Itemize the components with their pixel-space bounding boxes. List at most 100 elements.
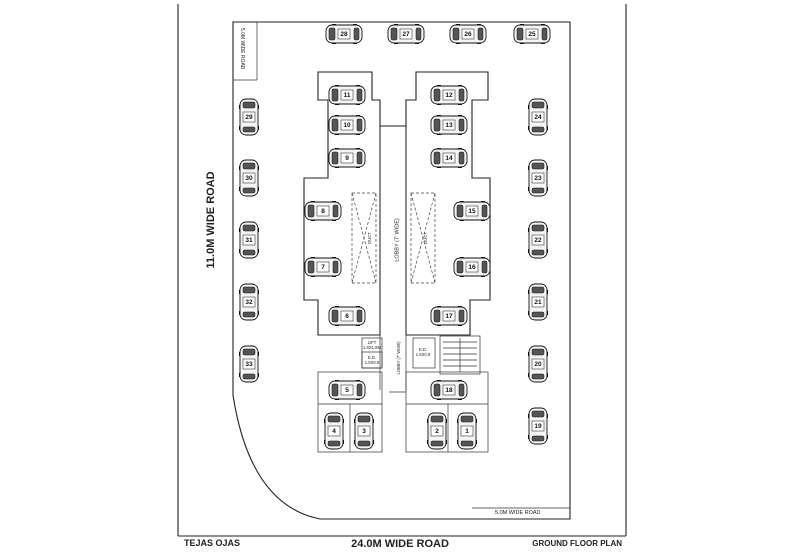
parking-slot-2: 2 (427, 412, 447, 450)
car-windshield (531, 286, 545, 294)
car-rear-window (357, 440, 371, 447)
car-windshield (531, 224, 545, 232)
slot-number: 24 (534, 114, 542, 121)
slot-number-box (525, 28, 539, 40)
car-rear-window (353, 27, 360, 41)
parking-slot-16: 16 (453, 257, 491, 277)
slot-number: 26 (464, 31, 472, 38)
car-rear-window (531, 249, 545, 256)
car-rear-window (460, 440, 474, 447)
car-rear-window (531, 373, 545, 380)
slot-number-box (242, 234, 256, 246)
car-windshield (331, 383, 339, 397)
slot-number-box (242, 111, 256, 123)
slot-number: 3 (362, 428, 366, 435)
parking-slot-3: 3 (354, 412, 374, 450)
slot-number: 4 (332, 428, 336, 435)
lift-size-label: 1.8X1.8M (363, 345, 381, 350)
car-rear-window (356, 151, 363, 165)
slot-number: 16 (468, 264, 476, 271)
slot-number: 33 (245, 361, 253, 368)
parking-slot-14: 14 (430, 148, 468, 168)
car-windshield (531, 348, 545, 356)
car-windshield (327, 415, 341, 423)
slot-number: 2 (435, 428, 439, 435)
car-windshield (331, 118, 339, 132)
parking-slot-1: 1 (457, 412, 477, 450)
bottom-road-label: 24.0M WIDE ROAD (351, 538, 449, 550)
slot-number-box (461, 28, 475, 40)
car-rear-window (356, 309, 363, 323)
slot-number-box (531, 296, 545, 308)
slot-number: 31 (245, 237, 253, 244)
slot-number: 11 (344, 92, 351, 99)
duct-left-label: DUCT (367, 232, 372, 244)
eb-right-label: E.D. (419, 347, 427, 352)
car-rear-window (531, 187, 545, 194)
slot-number-box (531, 358, 545, 370)
parking-slot-24: 24 (528, 98, 548, 136)
car-windshield (516, 27, 524, 41)
parking-slot-8: 8 (304, 201, 342, 221)
parking-slot-19: 19 (528, 407, 548, 445)
slot-number-box (442, 384, 456, 396)
slot-number: 29 (245, 114, 253, 121)
slot-number-box (340, 119, 354, 131)
slot-number: 19 (534, 423, 542, 430)
slot-number: 25 (528, 31, 536, 38)
lobby-main-label: LOBBY (7' WIDE) (394, 218, 400, 262)
drawing-frame (177, 4, 627, 537)
car-rear-window (242, 187, 256, 194)
car-windshield (433, 88, 441, 102)
car-rear-window (356, 88, 363, 102)
parking-slot-6: 6 (328, 306, 366, 326)
car-windshield (433, 383, 441, 397)
car-windshield (242, 348, 256, 356)
car-rear-window (531, 435, 545, 442)
car-rear-window (242, 373, 256, 380)
slot-number: 6 (345, 313, 349, 320)
slot-number: 27 (402, 31, 410, 38)
slot-number-box (316, 261, 330, 273)
slot-number-box (337, 28, 351, 40)
car-windshield (460, 415, 474, 423)
slot-number: 17 (445, 313, 453, 320)
site-boundary (232, 21, 571, 520)
parking-slot-32: 32 (239, 283, 259, 321)
parking-slot-23: 23 (528, 159, 548, 197)
car-windshield (242, 224, 256, 232)
car-windshield (531, 162, 545, 170)
eb-left-label: E.D. (368, 355, 376, 360)
car-windshield (390, 27, 398, 41)
slot-number-box (399, 28, 413, 40)
slot-number-box (242, 172, 256, 184)
slot-number-box (340, 310, 354, 322)
slot-number-box (340, 384, 354, 396)
parking-slot-11: 11 (328, 85, 366, 105)
car-windshield (357, 415, 371, 423)
parking-slot-33: 33 (239, 345, 259, 383)
parking-slot-29: 29 (239, 98, 259, 136)
slot-number: 14 (445, 155, 453, 162)
car-windshield (242, 162, 256, 170)
duct-right-label: DUCT (423, 232, 428, 244)
slot-number-box (465, 205, 479, 217)
project-name: TEJAS OJAS (184, 538, 240, 548)
parking-slot-25: 25 (513, 24, 551, 44)
slot-number: 13 (445, 122, 453, 129)
slot-number: 15 (468, 208, 476, 215)
slot-number: 32 (245, 299, 253, 306)
car-windshield (531, 101, 545, 109)
car-windshield (456, 204, 464, 218)
slot-number-box (531, 234, 545, 246)
parking-slot-17: 17 (430, 306, 468, 326)
parking-slot-9: 9 (328, 148, 366, 168)
car-rear-window (242, 249, 256, 256)
car-rear-window (458, 88, 465, 102)
eb-left-size-label: 1.5X0.9 (365, 360, 380, 365)
parking-slot-21: 21 (528, 283, 548, 321)
slot-number-box (340, 89, 354, 101)
parking-slot-13: 13 (430, 115, 468, 135)
slot-number: 23 (534, 175, 542, 182)
